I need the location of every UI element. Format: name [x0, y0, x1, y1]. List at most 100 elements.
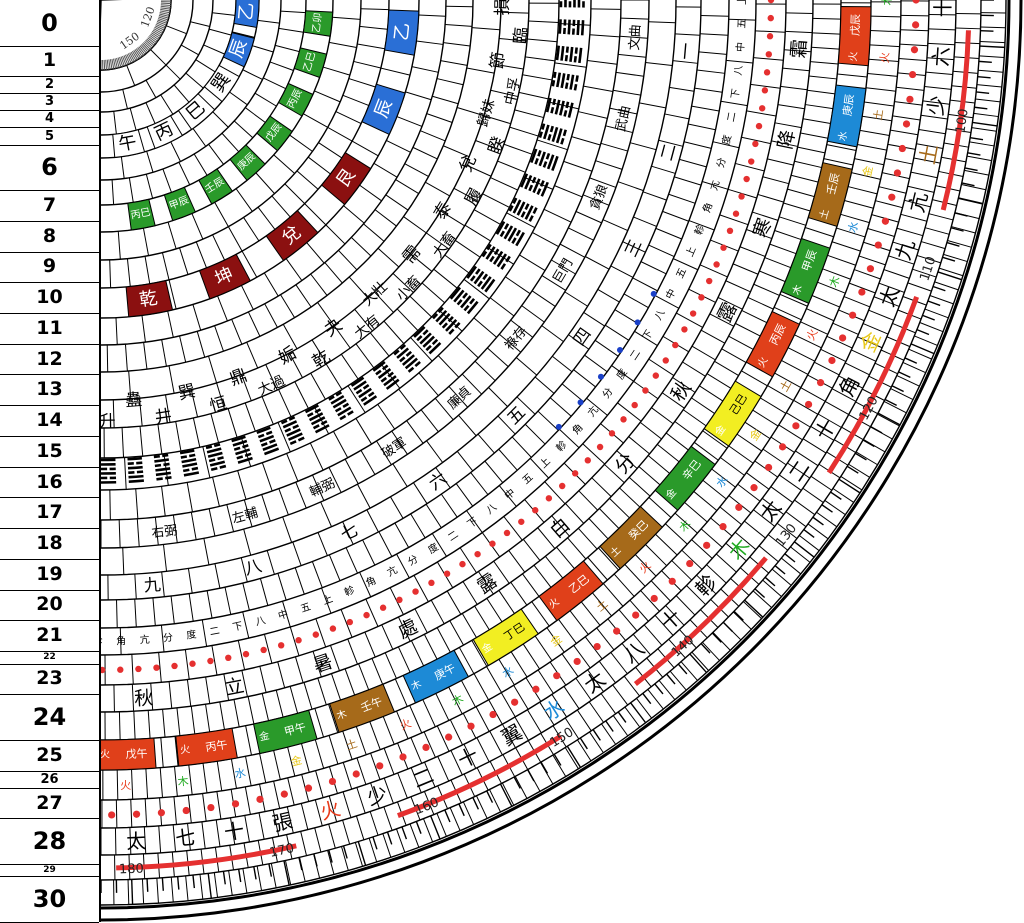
star-name: 文曲	[627, 24, 644, 51]
yin-line	[554, 99, 555, 105]
red-dot	[225, 655, 231, 661]
ring-index-row: 23	[0, 664, 99, 696]
fine-label: 二	[209, 626, 221, 639]
red-dot	[585, 457, 591, 463]
red-dot	[380, 605, 386, 611]
fine-label: 八	[733, 65, 745, 76]
yin-line	[189, 455, 195, 456]
red-dot	[518, 519, 524, 525]
red-dot	[839, 334, 846, 341]
star-name: 右弼	[151, 523, 179, 541]
red-dot	[727, 228, 733, 234]
yang-line	[578, 20, 579, 35]
yin-line	[566, 55, 567, 61]
hexagram-name: 節	[487, 51, 509, 71]
red-dot	[422, 744, 429, 751]
trigram-character: 乾	[138, 287, 159, 311]
red-dot	[396, 597, 402, 603]
red-dot	[108, 811, 115, 818]
yin-line	[165, 477, 171, 478]
red-dot	[295, 637, 301, 643]
red-dot	[743, 176, 749, 182]
cell-divider	[591, 9, 621, 10]
ring-index-row: 10	[0, 282, 99, 314]
ring-index-row: 19	[0, 559, 99, 591]
yin-line	[154, 456, 160, 457]
cell-divider	[871, 16, 901, 17]
red-dot	[489, 711, 496, 718]
yin-line	[206, 446, 212, 447]
red-dot	[651, 595, 658, 602]
yin-line	[576, 47, 577, 53]
element-mark: 木	[177, 775, 189, 789]
ring-index-row: 11	[0, 313, 99, 345]
red-dot	[882, 218, 889, 225]
yin-line	[542, 124, 544, 130]
red-dot	[532, 686, 539, 693]
degree-tick	[979, 61, 992, 62]
yang-line	[557, 46, 559, 60]
yin-line	[245, 454, 251, 456]
ring-index-row: 17	[0, 497, 99, 529]
ring-index-row: 28	[0, 818, 99, 865]
red-dot	[631, 402, 637, 408]
inner-tick	[104, 60, 105, 70]
compass-plate: 120150乙辰巽巳丙午乙卯乙巳丙辰戊辰庚辰壬辰甲辰丙巳乙辰艮兌坤乾損臨節中孚歸…	[101, 0, 1024, 922]
red-dot	[805, 401, 812, 408]
red-dot	[553, 672, 560, 679]
red-dot	[875, 241, 882, 248]
yin-line	[218, 457, 224, 459]
ring-index-row: 15	[0, 436, 99, 468]
yin-line	[551, 126, 553, 132]
red-dot	[817, 379, 824, 386]
red-dot	[765, 464, 772, 471]
fine-label: 軫	[101, 634, 103, 647]
yin-line	[209, 460, 215, 461]
red-dot	[713, 261, 719, 267]
red-dot	[467, 723, 474, 730]
yang-line	[570, 47, 572, 62]
yang-line	[128, 467, 143, 468]
ring-index-row: 26	[0, 771, 99, 789]
yin-line	[181, 456, 187, 457]
red-dot	[828, 357, 835, 364]
ring-index-row: 16	[0, 467, 99, 499]
outer-word: 十	[931, 0, 955, 17]
yang-line	[129, 476, 144, 477]
red-dot	[532, 507, 538, 513]
ring-index-row: 5	[0, 127, 99, 145]
branch-character: 午	[117, 132, 139, 156]
red-dot	[888, 194, 895, 201]
stem-branch-text: 戊午	[125, 747, 148, 761]
red-dot	[459, 561, 465, 567]
yin-line	[564, 130, 566, 136]
red-dot	[133, 811, 140, 818]
red-dot	[363, 612, 369, 618]
red-dot	[135, 666, 141, 672]
red-dot	[171, 663, 177, 669]
branch-character: 乙	[235, 2, 257, 22]
red-dot	[909, 71, 916, 78]
fine-label: 分	[162, 631, 173, 644]
red-dot	[207, 658, 213, 664]
hexagram-name: 臨	[511, 26, 532, 45]
red-dot	[756, 123, 762, 129]
ring-index-row: 14	[0, 405, 99, 437]
red-dot	[764, 69, 770, 75]
red-dot	[546, 495, 552, 501]
red-dot	[867, 265, 874, 272]
red-dot	[779, 443, 786, 450]
cell-divider	[116, 800, 117, 828]
red-dot	[681, 326, 687, 332]
red-dot	[768, 15, 774, 21]
fine-label: 五	[737, 18, 748, 28]
fine-label: 下	[730, 88, 742, 99]
element-mark: 木	[881, 0, 894, 6]
fine-label: 上	[737, 0, 749, 5]
fine-label: 亢	[139, 633, 150, 647]
red-dot	[703, 542, 710, 549]
yin-line	[237, 456, 243, 458]
cell-divider	[110, 490, 111, 520]
ring-index-row: 25	[0, 740, 99, 772]
